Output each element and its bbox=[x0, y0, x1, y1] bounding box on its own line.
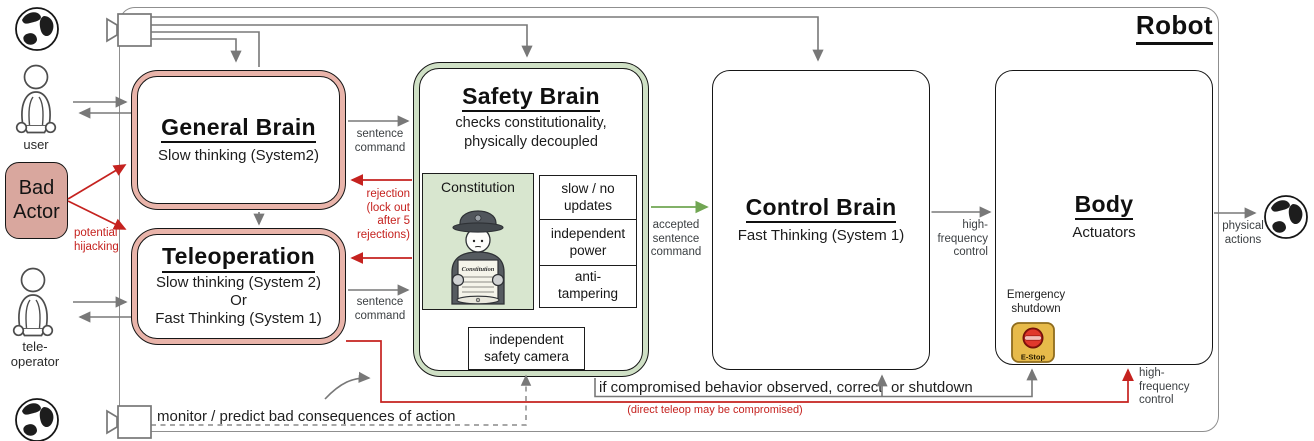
sentence-command-label-teleop: sentence command bbox=[354, 296, 406, 322]
teleoperation-box: Teleoperation Slow thinking (System 2) O… bbox=[131, 228, 346, 345]
globe-icon-bottom-left bbox=[15, 398, 59, 441]
accepted-sentence-command-label: accepted sentence command bbox=[650, 219, 702, 259]
feature-slow-no-updates: slow / no updates bbox=[539, 175, 637, 220]
safety-brain-subtitle: checks constitutionality, physically dec… bbox=[455, 115, 607, 150]
compromised-shutdown-label: or shutdown bbox=[891, 379, 973, 396]
rejection-note: rejection (lock out after 5 rejections) bbox=[356, 188, 410, 241]
potential-hijacking-label: potential hijacking bbox=[74, 227, 119, 253]
teleoperator-icon bbox=[12, 267, 54, 337]
estop-label: E-Stop bbox=[1021, 353, 1046, 362]
feature-anti-tampering: anti- tampering bbox=[539, 264, 637, 308]
sentence-command-label-general: sentence command bbox=[354, 128, 406, 154]
physical-actions-label: physical actions bbox=[1222, 220, 1264, 246]
constitution-scroll-text: Constitution bbox=[462, 266, 495, 273]
control-brain-box: Control Brain Fast Thinking (System 1) bbox=[712, 70, 930, 370]
body-title: Body bbox=[1074, 191, 1134, 221]
feature-independent-safety-camera: independent safety camera bbox=[468, 327, 585, 370]
constitution-label: Constitution bbox=[441, 179, 515, 195]
compromised-correct-label: if compromised behavior observed, correc… bbox=[599, 379, 883, 396]
user-icon bbox=[15, 64, 57, 134]
robot-title: Robot bbox=[1055, 10, 1213, 45]
bad-actor-box: Bad Actor bbox=[5, 162, 68, 239]
general-brain-title: General Brain bbox=[161, 114, 316, 143]
emergency-shutdown-label: Emergency shutdown bbox=[1006, 289, 1066, 315]
teleoperation-subtitle: Slow thinking (System 2) Or Fast Thinkin… bbox=[155, 273, 322, 328]
teleop-compromised-note: (direct teleop may be compromised) bbox=[627, 404, 803, 416]
control-brain-title: Control Brain bbox=[745, 194, 897, 223]
estop-button[interactable]: E-Stop bbox=[1011, 322, 1055, 363]
globe-icon-top-left bbox=[15, 7, 59, 51]
constitution-officer-icon: Constitution bbox=[451, 210, 505, 305]
high-frequency-control-label-bottom: high- frequency control bbox=[1139, 367, 1190, 407]
user-label: user bbox=[23, 137, 49, 152]
control-brain-subtitle: Fast Thinking (System 1) bbox=[737, 226, 905, 244]
monitor-predict-label: monitor / predict bad consequences of ac… bbox=[157, 408, 456, 425]
body-box: Body Actuators bbox=[995, 70, 1213, 365]
teleoperator-label: tele- operator bbox=[10, 339, 60, 369]
arrow-hijack-teleoperation bbox=[67, 200, 127, 230]
general-brain-box: General Brain Slow thinking (System2) bbox=[131, 70, 346, 210]
safety-brain-title: Safety Brain bbox=[462, 83, 600, 113]
feature-independent-power: independent power bbox=[539, 219, 637, 266]
general-brain-subtitle: Slow thinking (System2) bbox=[158, 146, 319, 164]
globe-icon-right bbox=[1264, 195, 1308, 239]
teleoperation-title: Teleoperation bbox=[162, 244, 315, 273]
high-frequency-control-label-top: high- frequency control bbox=[937, 219, 988, 259]
body-subtitle: Actuators bbox=[1072, 224, 1136, 242]
arrow-hijack-general bbox=[67, 164, 127, 200]
